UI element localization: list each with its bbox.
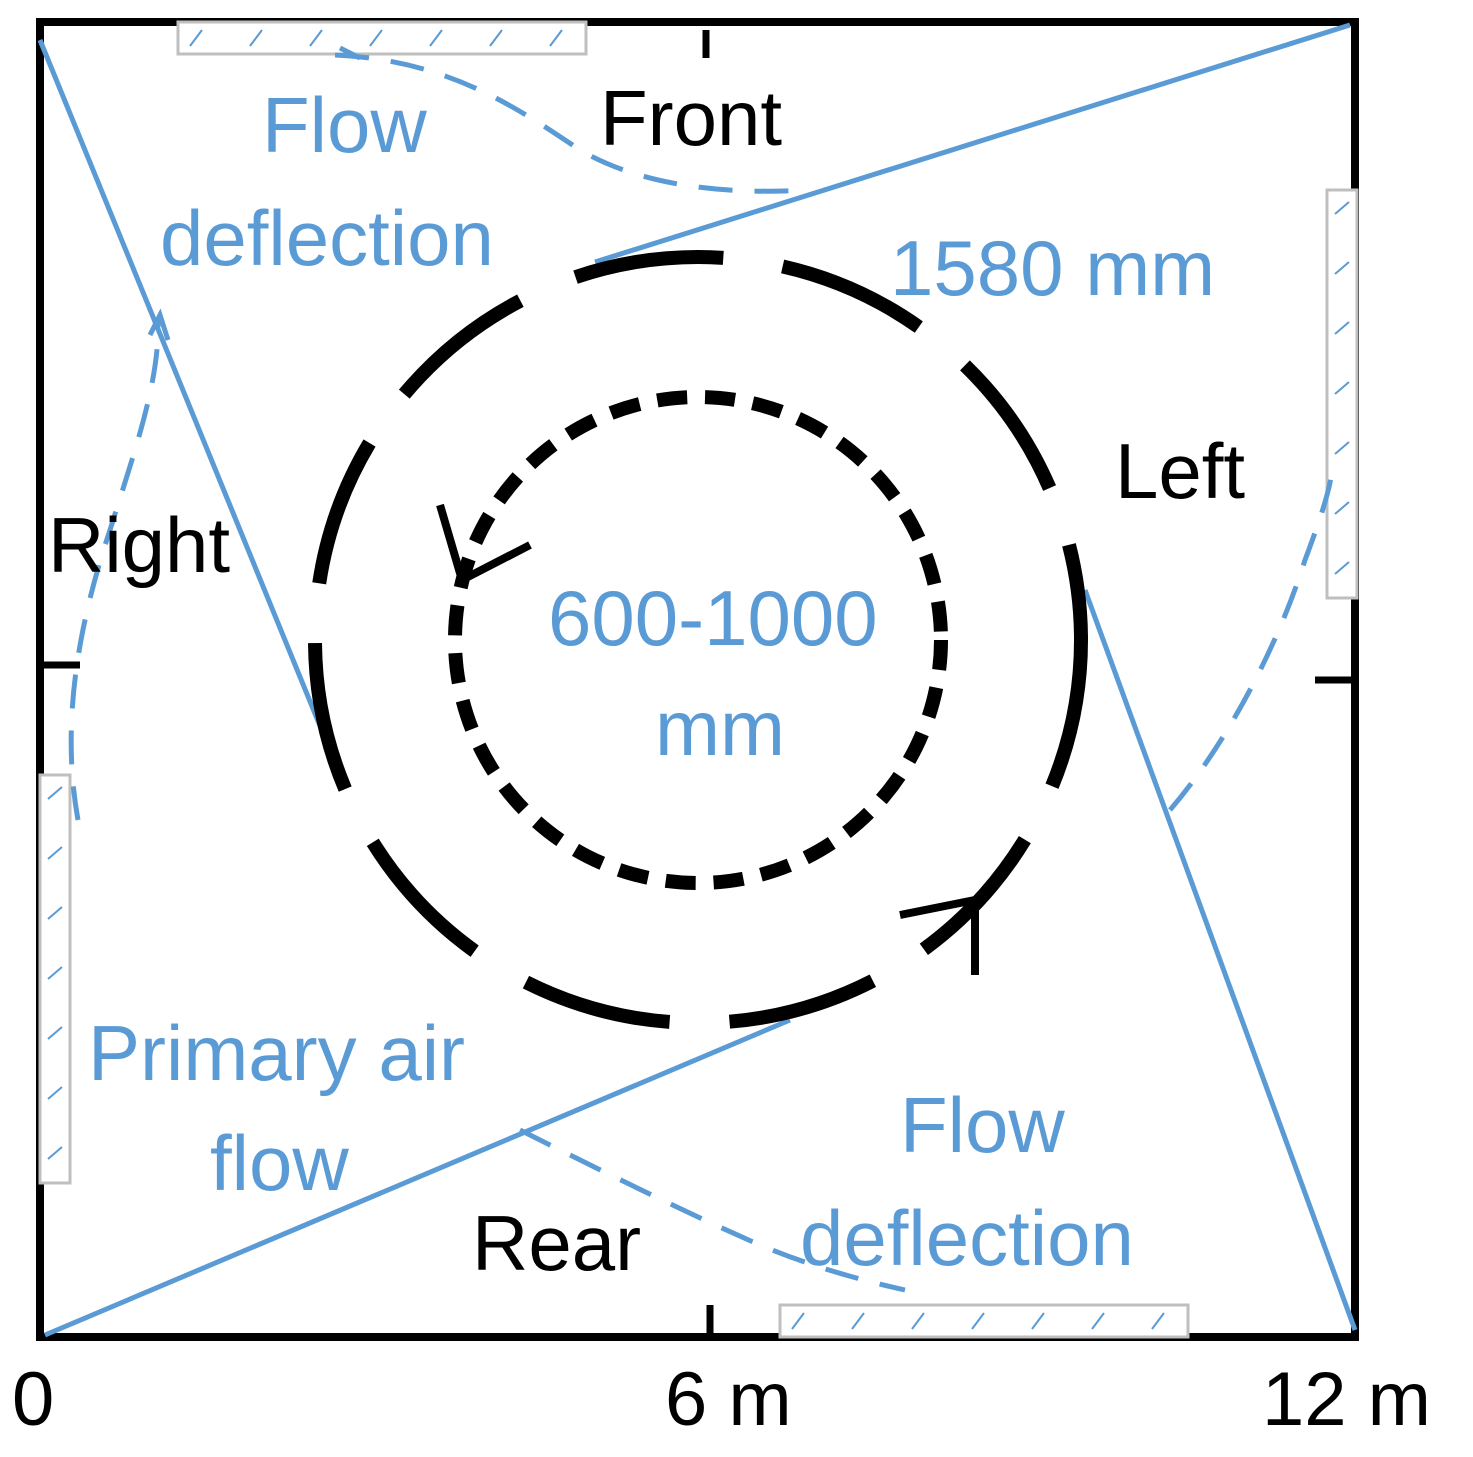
burner-hatch-mark — [1031, 1312, 1045, 1330]
deflection-curve-bottom — [518, 1127, 906, 1293]
burner-hatch-mark — [1151, 1312, 1165, 1330]
burner-hatch-mark — [309, 29, 323, 47]
label-primary-air-2: flow — [210, 1119, 349, 1207]
burner-hatch-mark — [911, 1312, 925, 1330]
deflection-curve-top — [334, 52, 811, 194]
burner-hatch-mark — [791, 1312, 805, 1330]
burner-hatch-mark — [369, 29, 383, 47]
label-outer-diameter: 1580 mm — [890, 224, 1215, 312]
label-primary-air-1: Primary air — [88, 1009, 465, 1097]
tangential-circle-outer — [308, 250, 1088, 1030]
burner-hatch-mark — [47, 1146, 63, 1160]
rotation-arrow-inner — [436, 503, 532, 586]
burner-hatch-mark — [1091, 1312, 1105, 1330]
label-inner-diameter-1: 600-1000 — [548, 574, 878, 662]
burner-left-wall — [1325, 188, 1359, 600]
burner-hatch-mark — [1334, 561, 1350, 575]
burner-rear — [778, 1303, 1190, 1339]
burner-hatch-mark — [1334, 381, 1350, 395]
tangential-circle-inner — [448, 390, 948, 890]
burner-hatch-mark — [429, 29, 443, 47]
burner-hatch-mark — [47, 906, 63, 920]
label-flow-deflection-bottom-2: deflection — [800, 1194, 1134, 1282]
burner-hatch-mark — [1334, 201, 1350, 215]
jet-line-left — [1082, 589, 1358, 1331]
axis-label-zero: 0 — [12, 1357, 54, 1442]
burner-hatch-mark — [851, 1312, 865, 1330]
burner-hatch-mark — [971, 1312, 985, 1330]
jet-line-bottom — [44, 1017, 791, 1338]
rotation-arrow-outer — [899, 895, 979, 975]
deflection-curve-left — [1168, 469, 1335, 812]
burner-hatch-mark — [1334, 321, 1350, 335]
label-inner-diameter-2: mm — [655, 684, 785, 772]
burner-hatch-mark — [489, 29, 503, 47]
burner-hatch-mark — [1334, 261, 1350, 275]
deflection-curve-right — [68, 319, 161, 821]
burner-hatch-mark — [1334, 441, 1350, 455]
label-left: Left — [1115, 427, 1245, 515]
label-front: Front — [600, 74, 782, 162]
label-flow-deflection-bottom-1: Flow — [900, 1081, 1065, 1169]
burner-front — [176, 20, 588, 56]
axis-label-mid: 6 m — [665, 1357, 792, 1442]
label-rear: Rear — [472, 1199, 641, 1287]
burner-hatch-mark — [47, 966, 63, 980]
deflection-arrow-right — [147, 308, 171, 341]
burner-hatch-mark — [249, 29, 263, 47]
burner-hatch-mark — [47, 786, 63, 800]
deflection-arrow-top — [338, 45, 362, 61]
burner-hatch-mark — [549, 29, 563, 47]
burner-hatch-mark — [47, 1026, 63, 1040]
burner-hatch-mark — [47, 1086, 63, 1100]
jet-line-right — [37, 39, 341, 771]
label-right: Right — [48, 501, 230, 589]
burner-hatch-mark — [47, 846, 63, 860]
burner-hatch-mark — [1334, 501, 1350, 515]
label-flow-deflection-top-1: Flow — [262, 81, 427, 169]
burner-hatch-mark — [189, 29, 203, 47]
axis-label-max: 12 m — [1262, 1357, 1431, 1442]
jet-line-top — [594, 22, 1351, 265]
label-flow-deflection-top-2: deflection — [160, 194, 494, 282]
burner-right-wall — [38, 773, 72, 1185]
